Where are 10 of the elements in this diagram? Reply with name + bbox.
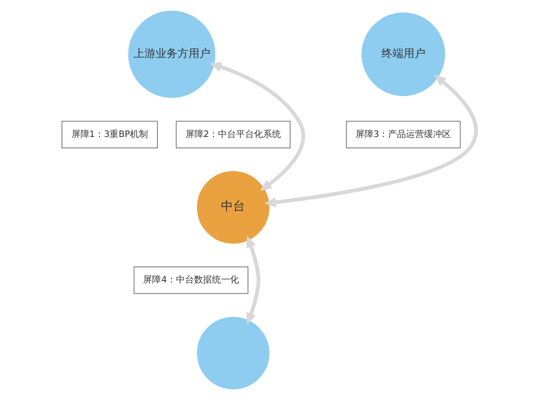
node-circle: 中台	[196, 171, 269, 244]
node-circle	[196, 316, 269, 390]
node-box: 屏障4：中台数据统一化	[133, 266, 248, 294]
node-box: 屏障2：中台平台化系统	[175, 120, 290, 148]
node-box: 屏障1：3重BP机制	[61, 120, 158, 148]
node-circle: 上游业务方用户	[128, 10, 215, 98]
arrow	[209, 62, 305, 191]
arrow	[264, 74, 478, 208]
arrow	[246, 236, 260, 325]
node-box: 屏障3：产品运营缓冲区	[345, 120, 460, 148]
